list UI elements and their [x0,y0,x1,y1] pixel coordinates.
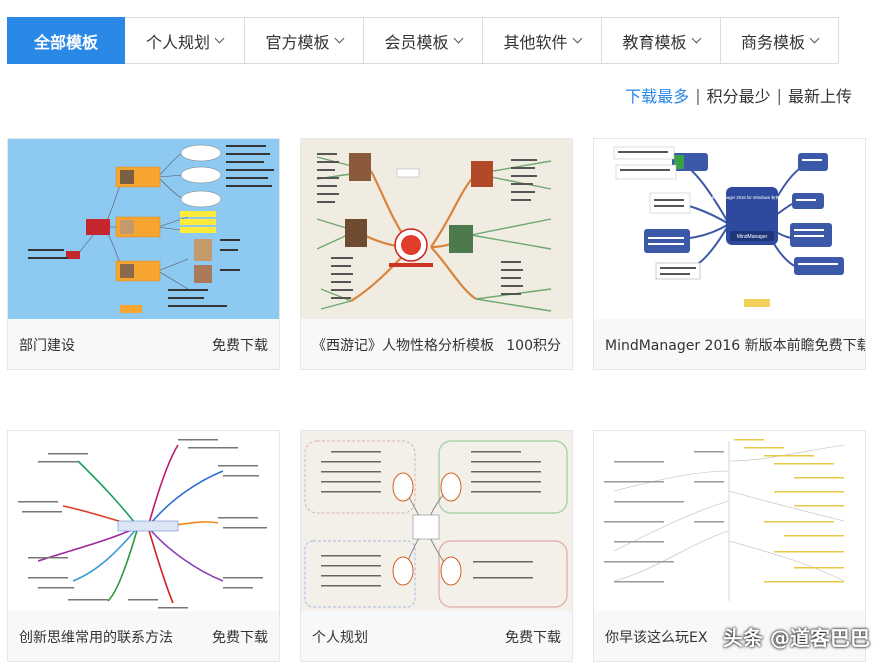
template-card[interactable]: 个人规划 免费下载 [300,430,573,662]
tab-label: 个人规划 [145,32,210,52]
chevron-down-icon [572,33,582,44]
sort-least-points[interactable]: 积分最少 [706,87,771,106]
card-title: 创新思维常用的联系方法 [19,630,173,646]
card-footer: 《西游记》人物性格分析模板 100积分 [301,319,572,369]
template-thumbnail: MindManager 2016 for Windows 有何新变化? Mind… [594,139,865,319]
card-title: MindManager 2016 新版本前瞻免费下载 [605,338,866,354]
template-thumbnail [8,431,279,611]
tab-all-templates[interactable]: 全部模板 [7,17,125,64]
sort-newest[interactable]: 最新上传 [787,87,852,106]
template-thumbnail [594,431,865,611]
template-thumbnail [8,139,279,319]
tab-other-software[interactable]: 其他软件 [483,17,602,64]
card-footer: 部门建设 免费下载 [8,319,279,369]
tab-business-templates[interactable]: 商务模板 [721,17,839,64]
card-footer: MindManager 2016 新版本前瞻免费下载 [594,319,866,369]
template-card[interactable]: 部门建设 免费下载 [7,138,280,370]
card-footer: 个人规划 免费下载 [301,611,572,661]
sort-most-downloads[interactable]: 下载最多 [625,87,690,106]
template-thumbnail [301,431,572,611]
mm-center-text: MindManager 2016 for Windows 有何新变化? [710,194,795,201]
category-tabs: 全部模板 个人规划 官方模板 会员模板 其他软件 教育模板 商务模板 [7,17,839,64]
sort-separator: | [776,85,782,105]
card-title: 《西游记》人物性格分析模板 [312,338,494,354]
card-footer: 你早该这么玩EX [594,611,865,661]
template-card[interactable]: 《西游记》人物性格分析模板 100积分 [300,138,573,370]
tab-label: 商务模板 [740,32,805,52]
template-card[interactable]: 你早该这么玩EX [593,430,866,662]
tab-official-templates[interactable]: 官方模板 [245,17,364,64]
card-title: 部门建设 [19,338,75,354]
sort-options: 下载最多 | 积分最少 | 最新上传 [625,83,852,107]
card-price: 免费下载 [212,338,268,354]
tab-member-templates[interactable]: 会员模板 [364,17,483,64]
chevron-down-icon [809,33,820,44]
tab-label: 官方模板 [265,32,330,52]
card-footer: 创新思维常用的联系方法 免费下载 [8,611,279,661]
chevron-down-icon [334,33,344,44]
tab-label: 会员模板 [384,32,449,52]
card-price: 免费下载 [212,630,268,646]
card-price: 免费下载 [505,630,561,646]
sort-separator: | [695,85,701,105]
chevron-down-icon [214,33,225,44]
card-price: 100积分 [506,338,561,354]
watermark-text: 头条 @道客巴巴 [723,626,870,650]
template-thumbnail [301,139,572,319]
tab-education-templates[interactable]: 教育模板 [602,17,721,64]
card-title: 个人规划 [312,630,368,646]
tab-label: 教育模板 [622,32,687,52]
chevron-down-icon [453,33,463,44]
template-card[interactable]: 创新思维常用的联系方法 免费下载 [7,430,280,662]
tab-personal-planning[interactable]: 个人规划 [125,17,245,64]
template-card[interactable]: MindManager 2016 for Windows 有何新变化? Mind… [593,138,866,370]
tab-label: 其他软件 [503,32,568,52]
card-title: 你早该这么玩EX [605,630,708,646]
chevron-down-icon [691,33,701,44]
mm-brand-text: MindManager [737,234,768,240]
tab-label: 全部模板 [33,32,98,52]
